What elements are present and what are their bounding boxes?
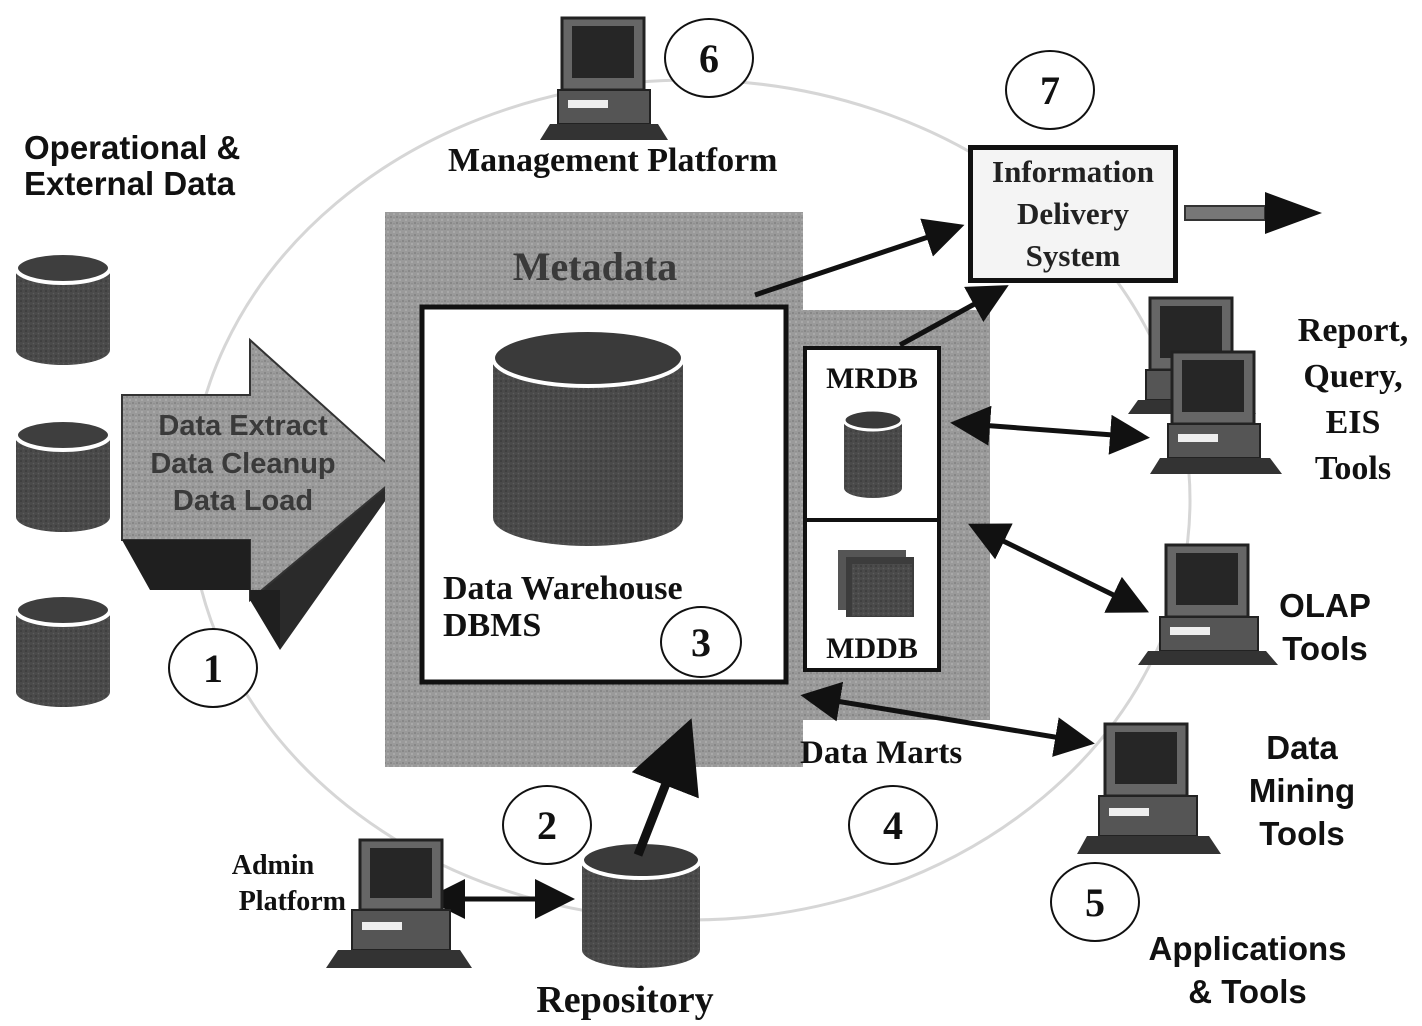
sources-title: Operational & External Data <box>24 129 241 203</box>
warehouse-label: Data Warehouse DBMS <box>443 570 683 645</box>
marts-report-arrow <box>950 405 1150 455</box>
mddb-label: MDDB <box>826 632 918 665</box>
admin-line2: Platform <box>238 886 346 918</box>
metadata-to-ids-arrow <box>754 218 965 298</box>
mrdb-label: MRDB <box>826 362 918 395</box>
repository-label: Repository <box>536 979 714 1021</box>
marts-olap-arrow <box>968 523 1149 613</box>
management-platform-label: Management Platform <box>448 142 778 179</box>
apps-line1: Applications <box>1148 930 1347 967</box>
admin-platform-label: Admin Platform <box>200 848 346 921</box>
olap-line1: OLAP <box>1279 587 1371 624</box>
step-number-6: 6 <box>664 18 754 98</box>
source-database-3 <box>14 593 112 707</box>
source-database-2 <box>14 418 112 532</box>
admin-computer-icon <box>326 838 472 968</box>
repository-to-warehouse-arrow <box>631 718 699 857</box>
ids-line1: Information <box>992 154 1154 190</box>
etl-label-line2: Data Cleanup <box>150 447 336 480</box>
etl-label: Data Extract Data Cleanup Data Load <box>128 408 358 521</box>
metadata-label: Metadata <box>512 244 678 289</box>
mining-line1: Data <box>1266 729 1338 766</box>
data-marts-label: Data Marts <box>800 735 963 771</box>
data-mining-tools-label: Data Mining Tools <box>1232 727 1372 856</box>
etl-arrow <box>121 337 402 650</box>
report-line4: Tools <box>1314 449 1392 487</box>
olap-computer-icon <box>1138 543 1278 665</box>
information-delivery-system-box: Information Delivery System <box>968 145 1178 283</box>
mining-line3: Tools <box>1259 814 1345 852</box>
warehouse-database-icon <box>491 328 685 546</box>
step-number-2: 2 <box>502 785 592 865</box>
warehouse-label-line2: DBMS <box>443 607 542 645</box>
step-number-5: 5 <box>1050 862 1140 942</box>
marts-mining-arrow <box>800 681 1095 757</box>
step-number-3: 3 <box>660 606 742 678</box>
source-database-1 <box>14 251 112 365</box>
mining-computer-icon <box>1077 722 1221 854</box>
management-computer-icon <box>540 16 668 140</box>
report-line1: Report, <box>1297 312 1409 349</box>
ids-line2: Delivery <box>1017 196 1129 232</box>
report-line2: Query, <box>1303 357 1403 395</box>
step-number-4: 4 <box>848 785 938 865</box>
step-number-1: 1 <box>168 628 258 708</box>
warehouse-label-line1: Data Warehouse <box>443 570 683 607</box>
report-line3: EIS <box>1325 403 1381 441</box>
apps-line2: & Tools <box>1188 972 1307 1010</box>
olap-tools-label: OLAP Tools <box>1265 585 1385 671</box>
olap-line2: Tools <box>1282 629 1368 667</box>
ids-output-arrow <box>1184 192 1322 234</box>
applications-tools-label: Applications & Tools <box>1135 928 1360 1014</box>
sources-title-line1: Operational & <box>24 129 241 166</box>
report-query-eis-tools-label: Report, Query, EIS Tools <box>1278 308 1422 492</box>
sources-title-line2: External Data <box>24 165 235 203</box>
report-computer-icon <box>1150 350 1282 474</box>
marts-to-ids-arrow <box>898 285 1009 348</box>
mrdb-database-icon <box>842 408 904 498</box>
admin-line1: Admin <box>231 850 315 881</box>
ids-line3: System <box>1025 237 1121 273</box>
step-number-7: 7 <box>1005 50 1095 130</box>
etl-label-line3: Data Load <box>172 485 314 518</box>
repository-database-icon <box>580 840 702 968</box>
mining-line2: Mining <box>1248 771 1356 809</box>
etl-label-line1: Data Extract <box>158 410 328 442</box>
mddb-cube-icon <box>838 550 914 617</box>
